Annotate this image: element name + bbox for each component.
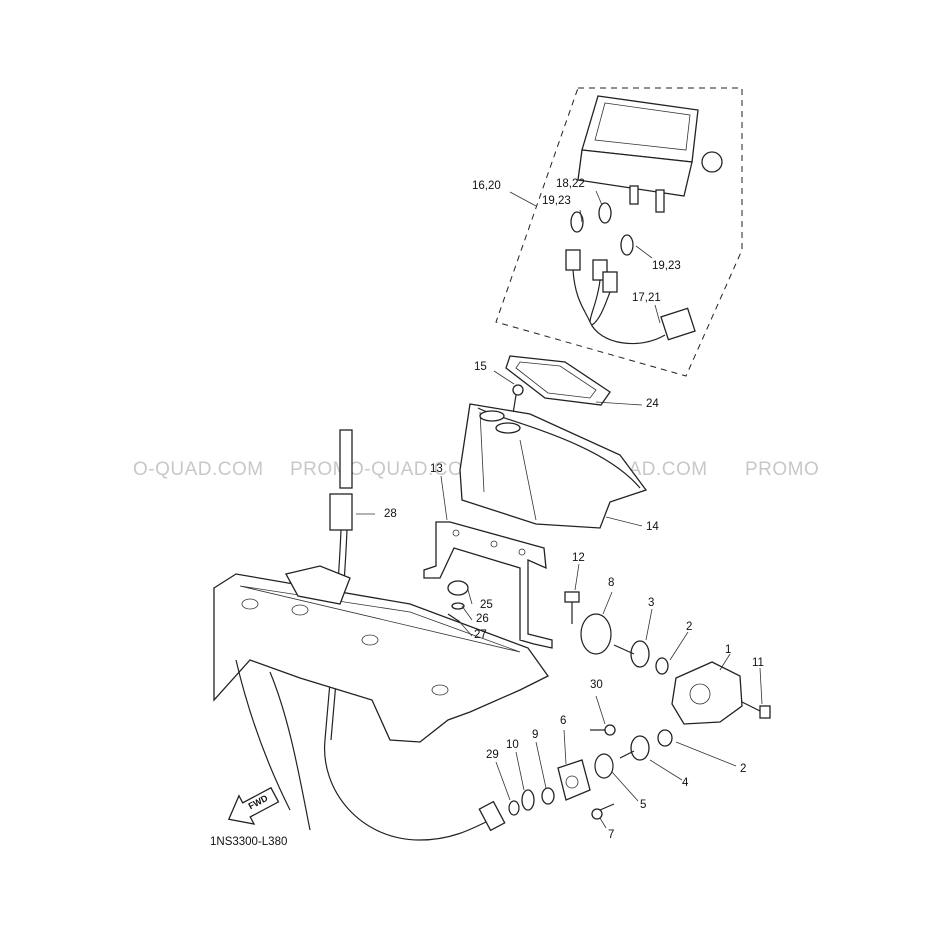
callout-17-21: 17,21 [632,292,661,304]
housing-6-part [557,759,591,801]
o-ring-29-part [508,800,520,816]
fwd-arrow-icon [227,786,280,825]
callout-28: 28 [384,508,397,520]
callout-9: 9 [532,729,539,741]
bolt-11-part [741,701,771,719]
callout-25: 25 [480,599,493,611]
gasket-part [505,355,611,406]
gear-housing-part [671,661,743,725]
bracket-part [423,521,553,649]
o-ring-8-part [580,613,612,655]
callout-8: 8 [608,577,615,589]
callout-11: 11 [752,657,764,669]
gear-4-part [619,735,650,761]
o-ring-5-part [594,753,614,779]
meter-case-part [459,403,648,529]
watermark-4: PROMO [745,459,820,480]
bulb-parts [570,202,634,256]
bolt-12-part [564,591,580,624]
screw-7-part [591,803,615,820]
callout-5: 5 [640,799,647,811]
callout-4: 4 [682,777,689,789]
callout-1: 1 [725,644,732,656]
callout-27: 27 [474,629,487,641]
seal-10-part [521,789,535,811]
callout-13: 13 [430,463,443,475]
callout-2a: 2 [686,621,693,633]
callout-10: 10 [506,739,519,751]
watermark-2: PROMO-QUAD.COM [290,459,480,480]
gear-3-part [613,640,650,668]
callout-3: 3 [648,597,655,609]
callout-18-22: 18,22 [556,178,585,190]
bushing-2b-part [657,729,673,747]
grommet-part [447,580,469,623]
callout-19-23a: 19,23 [542,195,571,207]
callout-12: 12 [572,552,585,564]
callout-2b: 2 [740,763,747,775]
screw-part [511,384,524,421]
speedometer-cable-part [324,429,506,841]
callout-15: 15 [474,361,487,373]
callout-24: 24 [646,398,659,410]
callout-30: 30 [590,679,603,691]
leader-lines [356,190,763,829]
washer-9-part [541,787,555,805]
bushing-2a-part [655,657,669,675]
wire-harness-part [565,249,696,345]
screw-30-part [590,724,616,736]
meter-assembly-outline [495,87,743,377]
callout-6: 6 [560,715,567,727]
meter-housing-part [577,95,723,213]
callout-14: 14 [646,521,659,533]
callout-7: 7 [608,829,615,841]
watermark-1: O-QUAD.COM [133,459,264,480]
callout-19-23b: 19,23 [652,260,681,272]
callout-26: 26 [476,613,489,625]
callout-16-20: 16,20 [472,180,501,192]
callout-29: 29 [486,749,499,761]
drawing-code: 1NS3300-L380 [210,836,288,848]
frame-part [213,565,549,831]
